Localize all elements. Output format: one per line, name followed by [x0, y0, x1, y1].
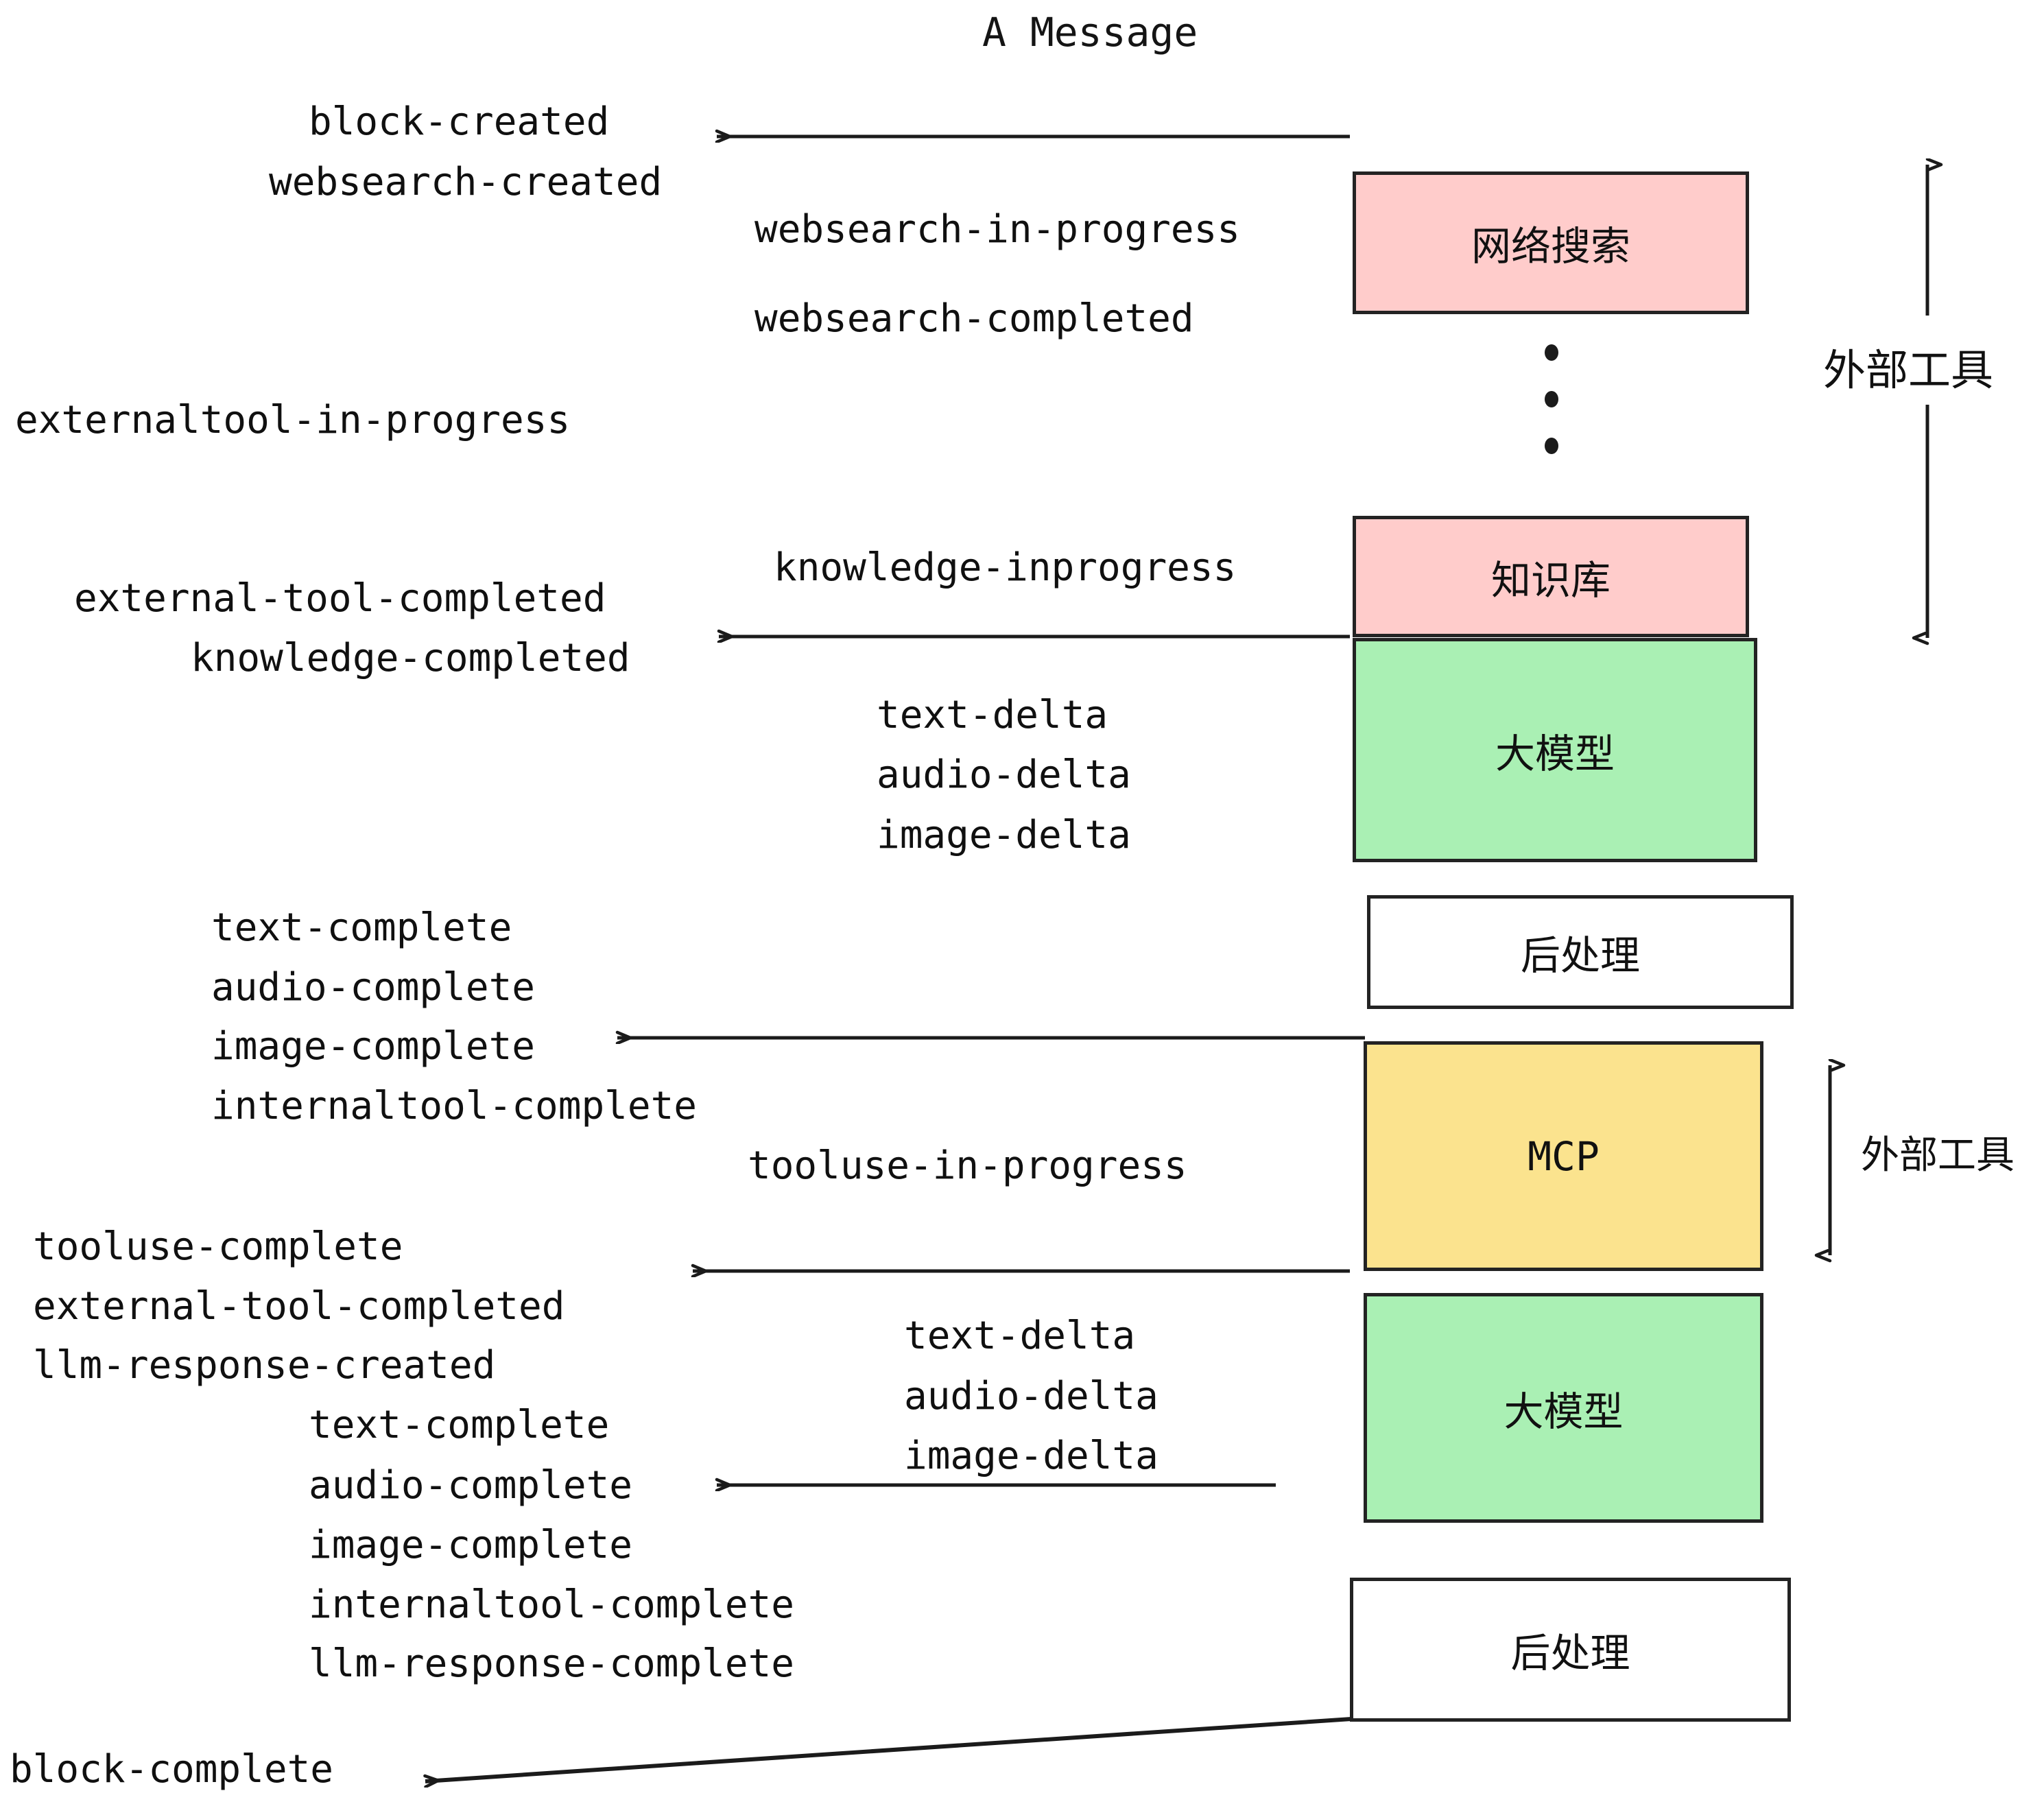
box-mcp-label: MCP	[1528, 1132, 1600, 1180]
diagram-title: A Message	[982, 9, 1198, 56]
box-llm-1-label: 大模型	[1495, 730, 1615, 777]
box-mcp: MCP	[1364, 1041, 1763, 1271]
event-block-complete: block-complete	[10, 1747, 334, 1792]
box-knowledge: 知识库	[1353, 516, 1749, 637]
event-audio-complete-1: audio-complete	[211, 965, 536, 1010]
box-llm-2: 大模型	[1364, 1293, 1763, 1523]
ellipsis-dot	[1545, 391, 1558, 407]
ellipsis-dot	[1545, 344, 1558, 361]
side-label-external-tools-bottom: 外部工具	[1861, 1133, 2015, 1178]
event-websearch-completed: websearch-completed	[754, 296, 1194, 341]
event-external-tool-completed-1: external-tool-completed	[74, 576, 606, 621]
event-websearch-created: websearch-created	[269, 160, 663, 204]
box-postprocess-1-label: 后处理	[1520, 932, 1640, 979]
event-image-complete-1: image-complete	[211, 1024, 536, 1069]
event-image-delta-2: image-delta	[904, 1434, 1158, 1478]
event-text-complete-1: text-complete	[211, 905, 512, 950]
event-audio-delta-2: audio-delta	[904, 1374, 1158, 1419]
event-internaltool-complete-1: internaltool-complete	[211, 1084, 698, 1128]
box-postprocess-2-label: 后处理	[1510, 1630, 1630, 1676]
event-tooluse-in-progress: tooluse-in-progress	[748, 1143, 1187, 1188]
event-externaltool-in-progress: externaltool-in-progress	[15, 398, 571, 442]
event-websearch-in-progress: websearch-in-progress	[754, 207, 1241, 252]
event-llm-response-created: llm-response-created	[33, 1343, 496, 1388]
ellipsis-dot	[1545, 438, 1558, 454]
event-text-delta-2: text-delta	[904, 1314, 1136, 1358]
event-llm-response-complete: llm-response-complete	[309, 1641, 795, 1686]
box-llm-2-label: 大模型	[1504, 1388, 1624, 1435]
box-postprocess-2: 后处理	[1350, 1578, 1791, 1722]
event-audio-complete-2: audio-complete	[309, 1463, 633, 1508]
event-tooluse-complete: tooluse-complete	[33, 1224, 403, 1269]
box-llm-1: 大模型	[1353, 638, 1757, 862]
vertical-ellipsis	[1544, 344, 1559, 454]
event-external-tool-completed-2: external-tool-completed	[33, 1284, 565, 1329]
arrow-block-complete	[425, 1716, 1362, 1781]
event-image-complete-2: image-complete	[309, 1523, 633, 1567]
event-text-complete-2: text-complete	[309, 1403, 610, 1447]
box-knowledge-label: 知识库	[1490, 556, 1611, 604]
event-internaltool-complete-2: internaltool-complete	[309, 1582, 795, 1627]
event-knowledge-completed: knowledge-completed	[191, 636, 630, 680]
event-text-delta-1: text-delta	[877, 693, 1108, 737]
box-postprocess-1: 后处理	[1367, 895, 1794, 1009]
event-audio-delta-1: audio-delta	[877, 752, 1131, 797]
side-label-external-tools-top: 外部工具	[1823, 345, 1994, 395]
event-block-created: block-created	[309, 99, 610, 144]
box-websearch-label: 网络搜索	[1471, 223, 1630, 270]
event-image-delta-1: image-delta	[877, 813, 1131, 857]
event-knowledge-inprogress: knowledge-inprogress	[774, 545, 1237, 590]
box-websearch: 网络搜索	[1353, 171, 1749, 314]
